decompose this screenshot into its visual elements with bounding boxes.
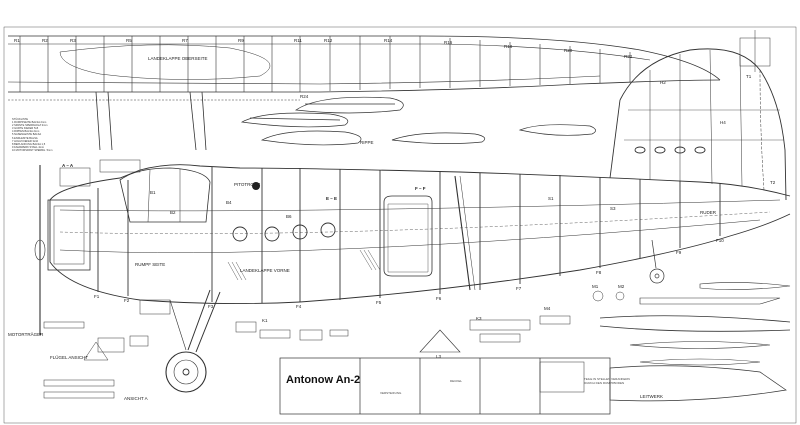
- rib-label: R16: [444, 40, 453, 45]
- section-ee-label: E – E: [326, 196, 338, 201]
- part-label: M4: [544, 306, 551, 311]
- frame-label: F5: [376, 300, 382, 305]
- parts-list-line: 9 FAHRWERK STAHL 4mm: [12, 145, 45, 149]
- wing-rib-label: RIPPE: [360, 140, 374, 145]
- part-label: B4: [226, 200, 232, 205]
- rib-label: R12: [324, 38, 333, 43]
- sheet-border: [3, 26, 797, 424]
- part-label: S3: [610, 206, 616, 211]
- wing-view-label: FLÜGEL ANSICHT: [50, 355, 89, 360]
- part-label: B6: [286, 214, 292, 219]
- part-label: S1: [548, 196, 554, 201]
- rib-label: R18: [504, 44, 513, 49]
- flap-top-label: LANDEKLAPPE OBERSEITE: [148, 56, 208, 61]
- part-label: K3: [476, 316, 482, 321]
- note-text: DECKEL: [450, 379, 463, 383]
- note-text: VERSTEIFUNG: [380, 391, 402, 395]
- frame-label: F4: [296, 304, 302, 309]
- stabilizer-parts: [419, 282, 791, 366]
- lower-wing-strip: [279, 357, 787, 415]
- upper-wing-plan: [7, 35, 721, 151]
- frame-label: F10: [716, 238, 724, 243]
- parts-list-line: 1 RUMPFSEITE BALSA 2mm: [12, 121, 47, 125]
- parts-list-line: 5 NASENLEISTE BALSA: [12, 133, 42, 137]
- engine-mount-label: MOTORTRÄGER: [8, 332, 44, 337]
- tail-label: LEITWERK: [640, 394, 664, 399]
- wheel-view-label: ANSICHT A: [124, 396, 148, 401]
- part-label: L3: [436, 354, 442, 359]
- airfoil-profiles: [240, 96, 596, 146]
- vertical-tail: [609, 48, 787, 201]
- rib-label: R11: [294, 38, 302, 43]
- fuselage-side-view: [34, 164, 791, 335]
- pitot-label: PITOTROHR: [234, 182, 261, 187]
- parts-list-line: 8 BEPLANKUNG BALSA 1,5: [12, 142, 46, 146]
- parts-list: STÜCKLISTE 1 RUMPFSEITE BALSA 2mm 2 SPAN…: [12, 118, 62, 152]
- rudder-label: RUDER: [700, 210, 717, 215]
- parts-list-line: 4 RIPPEN BALSA 2mm: [12, 130, 40, 134]
- tail-wheel: [649, 239, 665, 284]
- rib-label: R3: [70, 38, 76, 43]
- drawing-title: Antonow An-2: [286, 374, 361, 386]
- note-text: DURCH DEN RUMPFBODEN: [584, 381, 625, 385]
- part-label: M2: [618, 284, 625, 289]
- parts-list-line: 6 ENDLEISTE BALSA: [12, 136, 38, 140]
- hatch-details: [227, 249, 381, 281]
- rib-label: R9: [238, 38, 244, 43]
- section-ff-label: F – F: [415, 186, 426, 191]
- frame-label: F8: [596, 270, 602, 275]
- parts-list-line: STÜCKLISTE: [12, 118, 28, 121]
- parts-list-line: 10 MOTORSPANT SPERRH. 5mm: [12, 148, 53, 152]
- frame-label: F3: [208, 304, 214, 309]
- rib-label: R20: [564, 48, 573, 53]
- main-landing-gear: [165, 289, 221, 393]
- part-label: M1: [592, 284, 599, 289]
- parts-list-line: 2 SPANTE SPERRHOLZ 3mm: [12, 124, 48, 128]
- part-label: K1: [262, 318, 268, 323]
- parts-list-line: 7 HOLM KIEFER 3x10: [12, 139, 39, 143]
- flap-front-label: LANDEKLAPPE VORNE: [240, 268, 290, 273]
- frame-label: F1: [94, 294, 100, 299]
- part-label: T2: [770, 180, 776, 185]
- section-aa-label: A – A: [62, 163, 74, 168]
- part-label: B2: [170, 210, 176, 215]
- rib-label: R7: [182, 38, 188, 43]
- part-label: H4: [720, 120, 726, 125]
- rib-label: R5: [126, 38, 132, 43]
- frame-label: F6: [436, 296, 442, 301]
- parts-list-line: 3 GURTE KIEFER 5x5: [12, 127, 39, 131]
- fuselage-side-label: RUMPF SEITE: [135, 262, 166, 267]
- frame-label: F7: [516, 286, 522, 291]
- rib-label: R14: [384, 38, 393, 43]
- part-label: B1: [150, 190, 156, 195]
- frame-label: F2: [124, 298, 130, 303]
- rib-label: R2: [42, 38, 48, 43]
- rib-label: R22: [624, 54, 633, 59]
- small-parts: [43, 30, 771, 399]
- frame-label: F9: [676, 250, 682, 255]
- note-text: TEILE IN STELLEN VERANKERN: [584, 377, 630, 381]
- rib-label: R24: [300, 94, 309, 99]
- part-label: H2: [660, 80, 666, 85]
- roundel-mark: [252, 182, 260, 190]
- part-label: T1: [746, 74, 752, 79]
- rib-label: R1: [14, 38, 20, 43]
